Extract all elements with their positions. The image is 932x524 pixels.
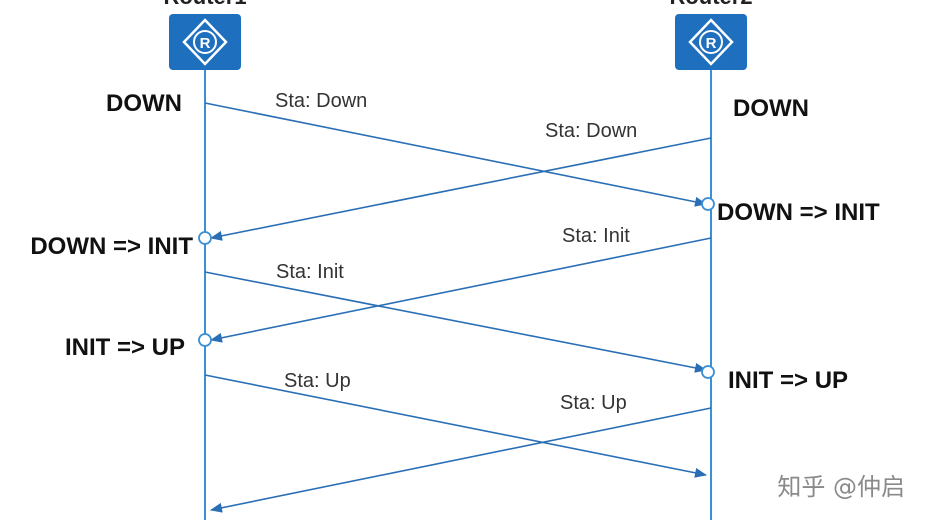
router-1-icon: R: [169, 14, 241, 70]
message-label-4: Sta: Init: [276, 261, 344, 283]
router-1-transition-dot: [198, 231, 212, 245]
message-arrow-4: [210, 237, 712, 343]
message-arrow-1: [204, 102, 707, 207]
router-1-state-down: DOWN: [106, 90, 182, 117]
message-label-2: Sta: Down: [545, 120, 637, 142]
svg-text:R: R: [706, 35, 717, 52]
watermark: 知乎 @仲启: [777, 473, 905, 501]
router-2-transition-dot: [701, 365, 715, 379]
message-label-1: Sta: Down: [275, 90, 367, 112]
message-arrow-5: [204, 374, 707, 478]
message-label-5: Sta: Up: [284, 370, 351, 392]
message-arrow-2: [210, 137, 712, 241]
message-label-6: Sta: Up: [560, 392, 627, 414]
message-arrow-3: [204, 271, 707, 373]
router-1-name: Router1: [163, 0, 246, 9]
router-2-state-init-up: INIT => UP: [728, 367, 848, 394]
message-label-3: Sta: Init: [562, 225, 630, 247]
router-2-state-down-init: DOWN => INIT: [717, 199, 880, 226]
router-2-name: Router2: [669, 0, 752, 9]
router-1-state-down-init: DOWN => INIT: [30, 233, 193, 260]
message-arrow-6: [210, 407, 712, 513]
svg-text:R: R: [200, 35, 211, 52]
router-2-transition-dot: [701, 197, 715, 211]
router-1-state-init-up: INIT => UP: [65, 334, 185, 361]
router-2-state-down: DOWN: [733, 95, 809, 122]
router-2-icon: R: [675, 14, 747, 70]
router-1-transition-dot: [198, 333, 212, 347]
